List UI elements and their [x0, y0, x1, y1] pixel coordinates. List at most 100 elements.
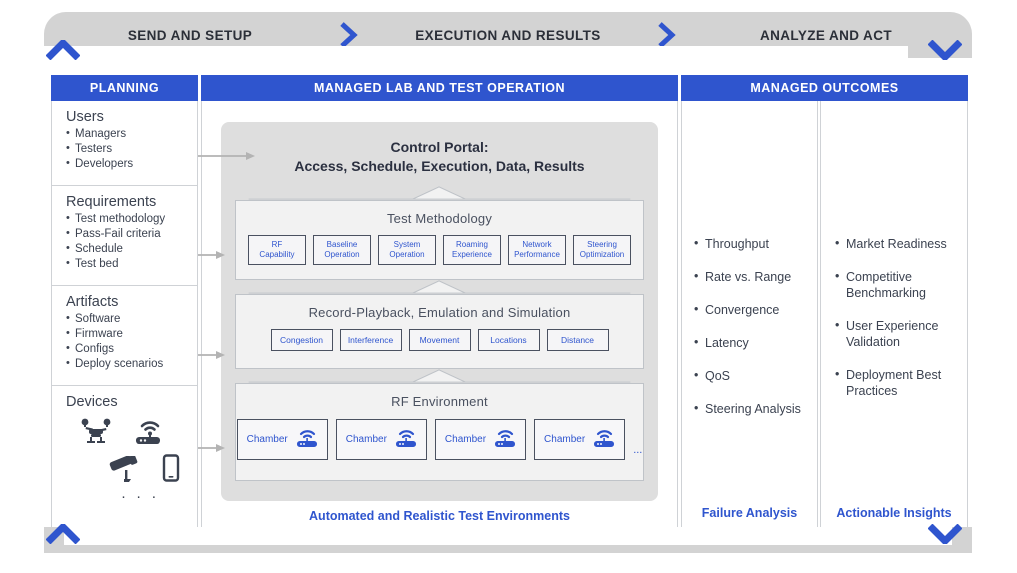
chamber-more-ellipsis: ...	[633, 444, 643, 456]
column-outcomes-failure-analysis: Throughput Rate vs. Range Convergence La…	[681, 101, 818, 527]
connector-notch-1-icon	[248, 186, 631, 200]
device-more-ellipsis: · · ·	[121, 488, 160, 505]
smartphone-icon	[162, 454, 180, 487]
chamber-card-1[interactable]: Chamber	[236, 419, 328, 460]
wifi-router-icon	[494, 428, 516, 451]
security-camera-icon	[106, 454, 140, 487]
caption-failure-analysis: Failure Analysis	[701, 506, 798, 520]
section-title: Users	[66, 109, 104, 125]
panel-rf-environment: RF Environment Chamber	[235, 383, 644, 481]
planning-section-users: Users Managers Testers Developers	[52, 101, 197, 186]
list-item: Convergence	[694, 301, 819, 318]
outcomes-list-1: Throughput Rate vs. Range Convergence La…	[694, 235, 819, 434]
list-item: Managers	[66, 126, 197, 142]
list-item: User Experience Validation	[835, 317, 961, 350]
chip-distance[interactable]: Distance	[546, 329, 609, 351]
chevron-down-bottom-right-icon	[927, 523, 963, 549]
chamber-card-3[interactable]: Chamber	[434, 419, 527, 460]
control-portal-stack: Control Portal: Access, Schedule, Execut…	[221, 122, 658, 501]
list-item: Throughput	[694, 235, 819, 252]
wifi-router-icon	[132, 416, 164, 451]
chamber-card-4[interactable]: Chamber	[534, 419, 626, 460]
chamber-label: Chamber	[444, 434, 487, 445]
caption-automated-environments: Automated and Realistic Test Environment…	[309, 509, 570, 523]
list-item: Competitive Benchmarking	[835, 268, 961, 301]
list-item: Rate vs. Range	[694, 268, 819, 285]
phase-chevron-icon-1	[336, 22, 362, 48]
portal-title-line-1: Control Portal:	[390, 139, 489, 155]
section-title: Requirements	[66, 194, 157, 210]
list-item: QoS	[694, 367, 819, 384]
chevron-up-left-icon	[45, 38, 81, 65]
connector-notch-3-icon	[248, 369, 631, 383]
flow-arrow-devices-icon	[198, 440, 226, 458]
panel-title: Record-Playback, Emulation and Simulatio…	[308, 305, 571, 320]
chevron-down-right-icon	[927, 39, 963, 65]
header-planning: PLANNING	[51, 75, 198, 101]
wifi-router-icon	[395, 428, 417, 451]
bottom-bar	[44, 527, 972, 553]
flow-arrow-artifacts-icon	[198, 347, 226, 365]
header-managed-outcomes: MANAGED OUTCOMES	[681, 75, 968, 101]
outcomes-list-2: Market Readiness Competitive Benchmarkin…	[835, 235, 961, 416]
portal-title-line-2: Access, Schedule, Execution, Data, Resul…	[294, 158, 585, 174]
header-managed-lab: MANAGED LAB AND TEST OPERATION	[201, 75, 678, 101]
chevron-up-bottom-left-icon	[45, 522, 81, 549]
list-item: Firmware	[66, 326, 197, 342]
chamber-row: Chamber Chamber	[236, 419, 643, 460]
list-item: Test bed	[66, 256, 197, 272]
section-title: Devices	[66, 394, 118, 410]
column-outcomes-actionable-insights: Market Readiness Competitive Benchmarkin…	[820, 101, 968, 527]
device-icon-group: · · ·	[66, 416, 197, 505]
list-item: Deployment Best Practices	[835, 366, 961, 399]
wifi-router-icon	[296, 428, 318, 451]
drone-icon	[80, 418, 112, 449]
column-managed-lab: Control Portal: Access, Schedule, Execut…	[201, 101, 678, 527]
list-item: Schedule	[66, 241, 197, 257]
caption-actionable-insights: Actionable Insights	[836, 506, 952, 520]
chamber-card-2[interactable]: Chamber	[335, 419, 427, 460]
panel-title: Test Methodology	[386, 211, 493, 226]
phase-execution-and-results: EXECUTION AND RESULTS	[415, 27, 601, 43]
panel-title: RF Environment	[391, 394, 488, 409]
planning-section-artifacts: Artifacts Software Firmware Configs Depl…	[52, 286, 197, 386]
chamber-label: Chamber	[246, 434, 288, 445]
list-item: Market Readiness	[835, 235, 961, 252]
list-item: Configs	[66, 341, 197, 357]
panel-record-playback: Record-Playback, Emulation and Simulatio…	[235, 294, 644, 369]
chip-congestion[interactable]: Congestion	[270, 329, 333, 351]
planning-section-requirements: Requirements Test methodology Pass-Fail …	[52, 186, 197, 286]
list-item: Latency	[694, 334, 819, 351]
control-portal-title: Control Portal: Access, Schedule, Execut…	[221, 138, 658, 176]
flow-arrow-requirements-icon	[198, 247, 226, 265]
chip-movement[interactable]: Movement	[408, 329, 471, 351]
chamber-label: Chamber	[345, 434, 387, 445]
list-item: Testers	[66, 141, 197, 157]
chip-interference[interactable]: Interference	[339, 329, 402, 351]
chip-locations[interactable]: Locations	[477, 329, 540, 351]
section-title: Artifacts	[66, 294, 119, 310]
list-item: Developers	[66, 156, 197, 172]
column-planning: Users Managers Testers Developers Requir…	[51, 101, 198, 527]
record-chip-row: Congestion Interference Movement Locatio…	[236, 329, 643, 351]
list-item: Software	[66, 311, 197, 327]
phase-send-and-setup: SEND AND SETUP	[127, 27, 253, 43]
connector-notch-2-icon	[248, 280, 631, 294]
list-item: Pass-Fail criteria	[66, 226, 197, 242]
list-item: Test methodology	[66, 211, 197, 227]
flow-arrow-users-icon	[198, 148, 256, 166]
wifi-router-icon	[593, 428, 615, 451]
bottom-bar-inner-cutout	[64, 527, 952, 545]
list-item: Deploy scenarios	[66, 356, 197, 372]
phase-analyze-and-act: ANALYZE AND ACT	[759, 27, 892, 43]
planning-section-devices: Devices	[52, 386, 197, 506]
chamber-label: Chamber	[544, 434, 586, 445]
